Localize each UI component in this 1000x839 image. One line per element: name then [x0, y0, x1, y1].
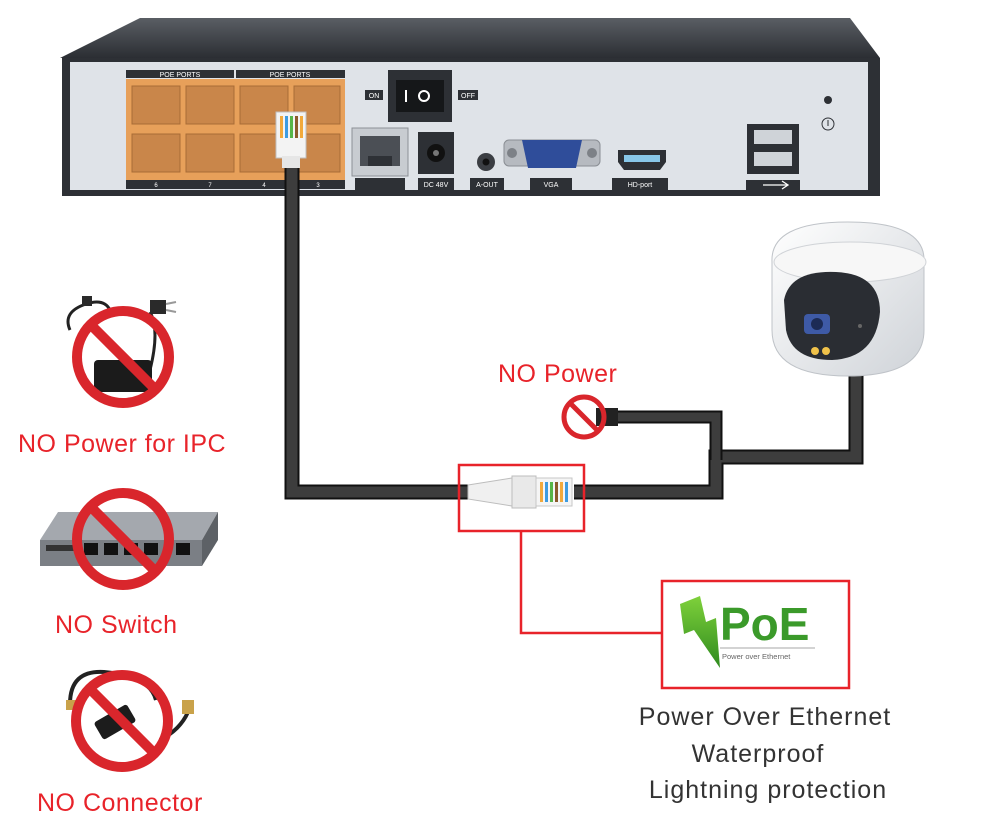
port-number: 4 — [262, 183, 266, 189]
no-power-prohibit-icon — [561, 394, 607, 440]
poe-logo-text: PoE — [720, 598, 809, 650]
feature-poe: Power Over Ethernet — [638, 703, 892, 731]
off-label: OFF — [461, 93, 475, 100]
hd-label: HD-port — [628, 182, 653, 189]
prohibit-icon — [71, 670, 173, 772]
callout-line — [519, 531, 665, 635]
lightning-bolt-icon — [680, 596, 720, 668]
port-number: 7 — [208, 183, 212, 189]
no-connector-label: NO Connector — [37, 789, 203, 817]
rj45-plug-icon — [275, 111, 307, 168]
poe-ports-label: POE PORTS — [270, 72, 311, 79]
on-label: ON — [369, 93, 380, 100]
poe-ports-label: POE PORTS — [160, 72, 201, 79]
poe-ports-block — [126, 70, 345, 189]
usb-ports — [746, 124, 800, 190]
hd-port — [612, 150, 668, 190]
dc-label: DC 48V — [424, 182, 449, 189]
power-switch — [365, 70, 478, 122]
feature-waterproof: Waterproof — [691, 740, 825, 768]
dome-camera — [771, 221, 927, 377]
dc-jack — [418, 132, 454, 190]
port-number: 6 — [154, 183, 158, 189]
port-number: 3 — [316, 183, 320, 189]
no-power-label: NO Power — [498, 360, 618, 388]
aout-label: A-OUT — [476, 182, 499, 189]
rj45-connector — [467, 475, 573, 509]
poe-logo-subtitle: Power over Ethernet — [722, 652, 791, 661]
nvr-recorder: POE PORTS POE PORTS 6 7 4 3 ON OFF — [60, 18, 880, 196]
prohibit-icon — [72, 488, 174, 590]
vga-label: VGA — [544, 182, 559, 189]
no-power-ipc-label: NO Power for IPC — [18, 430, 227, 458]
ground-screw-icon — [821, 96, 835, 131]
vga-port — [503, 139, 601, 190]
prohibit-icon — [72, 306, 174, 408]
audio-out-port — [470, 153, 504, 190]
no-switch-label: NO Switch — [55, 611, 178, 639]
feature-lightning: Lightning protection — [648, 776, 888, 804]
lan-port — [351, 127, 409, 190]
ethernet-cable — [284, 164, 864, 500]
